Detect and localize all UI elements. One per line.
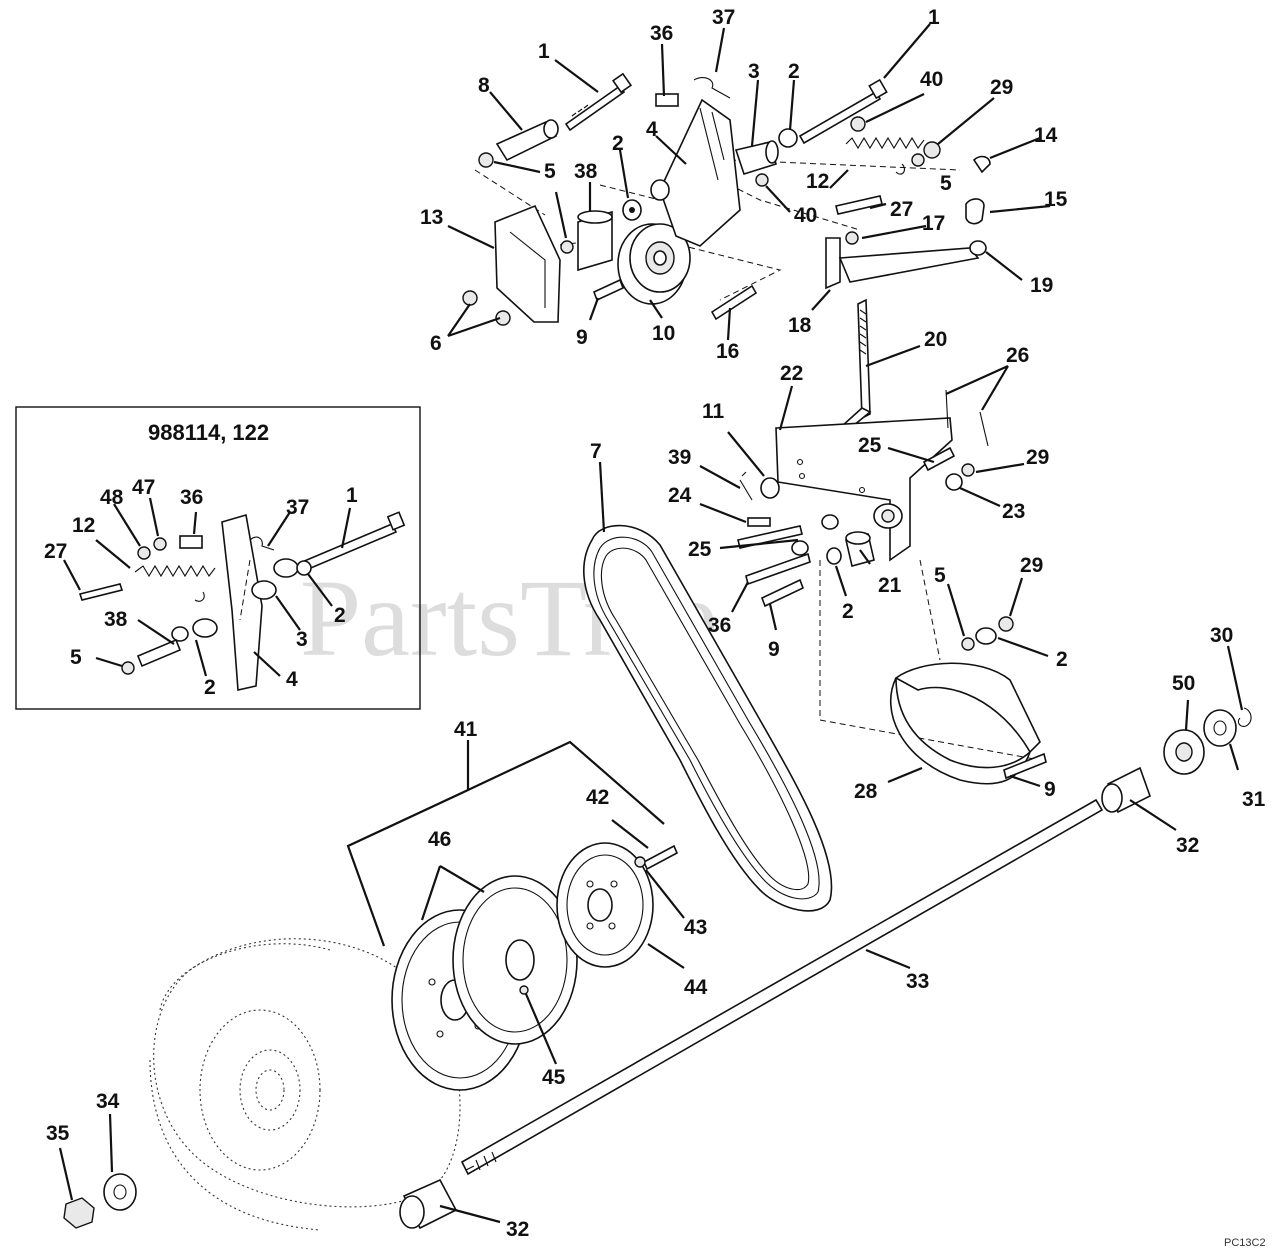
callout-9: 9	[576, 326, 588, 349]
callout-30: 30	[1210, 624, 1233, 647]
callout-38: 38	[104, 608, 128, 631]
callout-29: 29	[1020, 554, 1043, 577]
callout-12: 12	[72, 514, 95, 537]
callout-34: 34	[96, 1090, 120, 1113]
upper-idler-assembly	[462, 72, 991, 326]
drawing-code: PC13C2	[1224, 1237, 1266, 1249]
callout-32: 32	[506, 1218, 529, 1241]
callout-12: 12	[806, 170, 829, 193]
callout-6: 6	[430, 332, 442, 355]
callout-45: 45	[542, 1066, 566, 1089]
callout-21: 21	[878, 574, 902, 597]
callout-35: 35	[46, 1122, 70, 1145]
callout-10: 10	[652, 322, 675, 345]
callout-36: 36	[180, 486, 203, 509]
callout-14: 14	[1034, 124, 1058, 147]
callout-19: 19	[1030, 274, 1053, 297]
callout-29: 29	[1026, 446, 1049, 469]
callout-9: 9	[768, 638, 780, 661]
callout-27: 27	[890, 198, 913, 221]
callout-11: 11	[702, 400, 725, 423]
callout-28: 28	[854, 780, 878, 803]
callout-4: 4	[646, 118, 658, 141]
callout-36: 36	[708, 614, 731, 637]
callout-1: 1	[346, 484, 358, 507]
callout-46: 46	[428, 828, 451, 851]
callout-37: 37	[712, 6, 735, 29]
callout-5: 5	[934, 564, 946, 587]
inset-title: 988114, 122	[148, 420, 269, 445]
callout-40: 40	[920, 68, 943, 91]
callout-5: 5	[70, 646, 82, 669]
callout-39: 39	[668, 446, 691, 469]
callout-33: 33	[906, 970, 929, 993]
callout-23: 23	[1002, 500, 1025, 523]
callout-16: 16	[716, 340, 739, 363]
callout-2: 2	[334, 604, 346, 627]
callout-48: 48	[100, 486, 124, 509]
callout-4: 4	[286, 668, 298, 691]
callout-2: 2	[204, 676, 216, 699]
callout-15: 15	[1044, 188, 1068, 211]
callout-5: 5	[940, 172, 952, 195]
callout-7: 7	[590, 440, 602, 463]
drive-belt	[583, 524, 833, 912]
leader-lines	[58, 23, 1244, 1224]
callout-50: 50	[1172, 672, 1195, 695]
callout-2: 2	[1056, 648, 1068, 671]
callout-47: 47	[132, 476, 155, 499]
callout-3: 3	[748, 60, 760, 83]
inset-box: 988114, 122	[15, 406, 421, 710]
callout-3: 3	[296, 628, 308, 651]
callout-25: 25	[858, 434, 882, 457]
wheel-and-axle	[63, 707, 1252, 1231]
callout-18: 18	[788, 314, 812, 337]
callout-9: 9	[1044, 778, 1056, 801]
callout-26: 26	[1006, 344, 1029, 367]
callout-2: 2	[612, 132, 624, 155]
callout-38: 38	[574, 160, 598, 183]
callout-37: 37	[286, 496, 309, 519]
callout-41: 41	[454, 718, 478, 741]
callout-8: 8	[478, 74, 490, 97]
callout-20: 20	[924, 328, 947, 351]
callout-32: 32	[1176, 834, 1199, 857]
callout-17: 17	[922, 212, 945, 235]
callout-2: 2	[788, 60, 800, 83]
callout-1: 1	[538, 40, 550, 63]
callout-5: 5	[544, 160, 556, 183]
callout-29: 29	[990, 76, 1013, 99]
callout-24: 24	[668, 484, 692, 507]
callout-25: 25	[688, 538, 712, 561]
callout-42: 42	[586, 786, 609, 809]
callout-27: 27	[44, 540, 67, 563]
callout-1: 1	[928, 6, 940, 29]
callout-44: 44	[684, 976, 708, 999]
callout-13: 13	[420, 206, 443, 229]
callout-numbers: 1 36 37 3 2 1 40 29 14 15 17 19 8 5 38 2…	[44, 6, 1266, 1241]
callout-40: 40	[794, 204, 817, 227]
callout-31: 31	[1242, 788, 1266, 811]
callout-22: 22	[780, 362, 803, 385]
callout-43: 43	[684, 916, 707, 939]
callout-2: 2	[842, 600, 854, 623]
callout-36: 36	[650, 22, 673, 45]
